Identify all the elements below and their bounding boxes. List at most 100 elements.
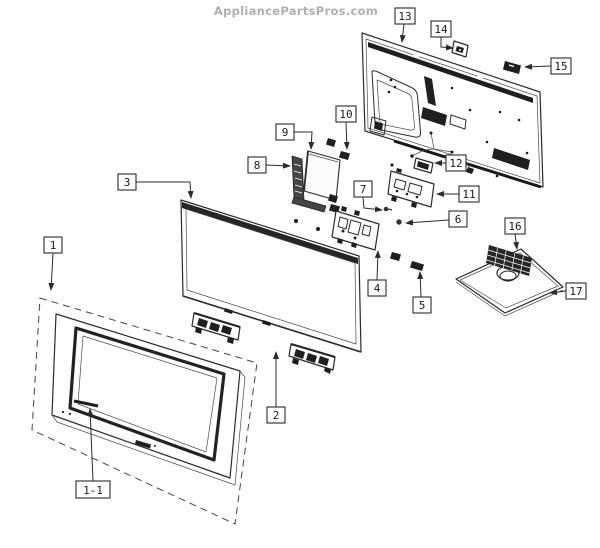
jack-housing xyxy=(369,116,387,136)
board-outline xyxy=(331,210,380,251)
callout-1: 1 xyxy=(43,236,63,254)
svg-text:14: 14 xyxy=(434,23,448,36)
panel-inner-line xyxy=(185,208,357,345)
bezel-inner-frame xyxy=(68,326,226,462)
screw-dot xyxy=(61,410,65,414)
speaker-grille xyxy=(197,318,208,328)
logo-dot xyxy=(154,445,156,447)
cover-top-band xyxy=(368,42,533,103)
leader-14 xyxy=(440,37,454,51)
speaker-foot xyxy=(324,367,331,374)
callout-7: 7 xyxy=(353,180,373,198)
label-plate xyxy=(449,114,467,130)
leader-6 xyxy=(405,219,450,226)
svg-text:4: 4 xyxy=(374,282,381,295)
speaker-grille xyxy=(294,349,305,359)
mounting-clips xyxy=(294,138,350,231)
module-body xyxy=(503,61,521,74)
speaker-grille xyxy=(306,353,317,363)
callout-5: 5 xyxy=(412,296,432,314)
speaker-grille xyxy=(221,325,232,335)
bezel-depth-edge xyxy=(51,370,246,486)
back-cover-part-13 xyxy=(361,32,544,189)
brand-logo-mark xyxy=(135,440,151,449)
svg-text:15: 15 xyxy=(554,60,567,73)
logo-strip-part-1-1 xyxy=(73,399,99,408)
band-notch xyxy=(413,52,420,58)
svg-text:16: 16 xyxy=(508,220,521,233)
bracket-foot xyxy=(411,202,417,208)
cover-shield-part-9 xyxy=(303,150,341,201)
leader-15 xyxy=(524,63,552,70)
panel-tab xyxy=(224,308,233,314)
speaker-part-2-left xyxy=(191,312,241,344)
board-tab xyxy=(354,210,360,216)
callout-9: 9 xyxy=(275,123,295,141)
svg-text:12: 12 xyxy=(449,157,462,170)
leader-16 xyxy=(513,233,520,250)
svg-text:1: 1 xyxy=(50,239,57,252)
speaker-grille xyxy=(318,356,329,366)
screw-dot xyxy=(316,227,320,231)
cover-outline xyxy=(361,32,544,188)
leader-5 xyxy=(417,271,424,298)
callout-1-1: 1-1 xyxy=(75,480,111,499)
board-foot xyxy=(351,242,357,248)
leader-9 xyxy=(294,131,315,150)
callout-15: 15 xyxy=(550,57,572,75)
bracket-part-14 xyxy=(451,40,469,58)
speaker-foot xyxy=(195,327,202,334)
callout-2: 2 xyxy=(266,406,286,424)
bracket-foot xyxy=(391,196,397,202)
bracket-foot xyxy=(291,196,327,213)
stand-guide-part-16 xyxy=(486,245,532,282)
leader-4 xyxy=(374,250,381,281)
clip xyxy=(328,194,338,203)
leader-lines xyxy=(48,23,567,482)
bracket-tab xyxy=(396,168,402,173)
screw-dot xyxy=(294,219,298,223)
svg-text:3: 3 xyxy=(124,176,131,189)
callout-13: 13 xyxy=(394,7,416,25)
screw-part-7 xyxy=(383,206,389,212)
svg-text:6: 6 xyxy=(455,213,462,226)
leader-10 xyxy=(343,121,350,150)
board-tab xyxy=(341,206,347,212)
module-part-12 xyxy=(413,157,434,174)
speaker-grille xyxy=(209,322,220,332)
board-foot xyxy=(337,238,343,244)
bezel-outer-frame xyxy=(51,313,241,479)
panel-tab xyxy=(262,320,271,326)
svg-text:2: 2 xyxy=(273,409,280,422)
speaker-foot xyxy=(227,337,234,344)
lcd-panel-part-3 xyxy=(180,199,362,353)
bracket-part-11 xyxy=(387,168,435,208)
leader-1-1 xyxy=(87,408,94,482)
callout-10: 10 xyxy=(335,105,357,123)
speaker-top-edge xyxy=(290,343,336,358)
screen-opening-line xyxy=(77,335,218,453)
svg-text:7: 7 xyxy=(360,183,367,196)
dashed-boundary xyxy=(31,297,258,525)
panel-top-edge-band xyxy=(182,202,358,264)
clip-part-10 xyxy=(339,151,350,160)
svg-text:11: 11 xyxy=(462,188,475,201)
wire-connector xyxy=(466,167,474,174)
callouts: 1 1-1 2 3 4 5 6 7 xyxy=(43,7,587,499)
clip xyxy=(390,252,401,261)
clip xyxy=(329,204,340,213)
callout-8: 8 xyxy=(247,156,267,174)
speaker-foot xyxy=(292,358,299,365)
panel-bottom-edge xyxy=(182,295,362,353)
shield-left-edge xyxy=(303,150,309,192)
vent-slot xyxy=(492,148,530,170)
front-bezel-part-1 xyxy=(31,297,258,525)
callout-6: 6 xyxy=(448,210,468,228)
leader-13 xyxy=(399,23,406,43)
speaker-top-edge xyxy=(193,312,241,328)
leader-17 xyxy=(549,289,567,296)
svg-text:13: 13 xyxy=(398,10,411,23)
svg-text:1-1: 1-1 xyxy=(83,484,103,497)
